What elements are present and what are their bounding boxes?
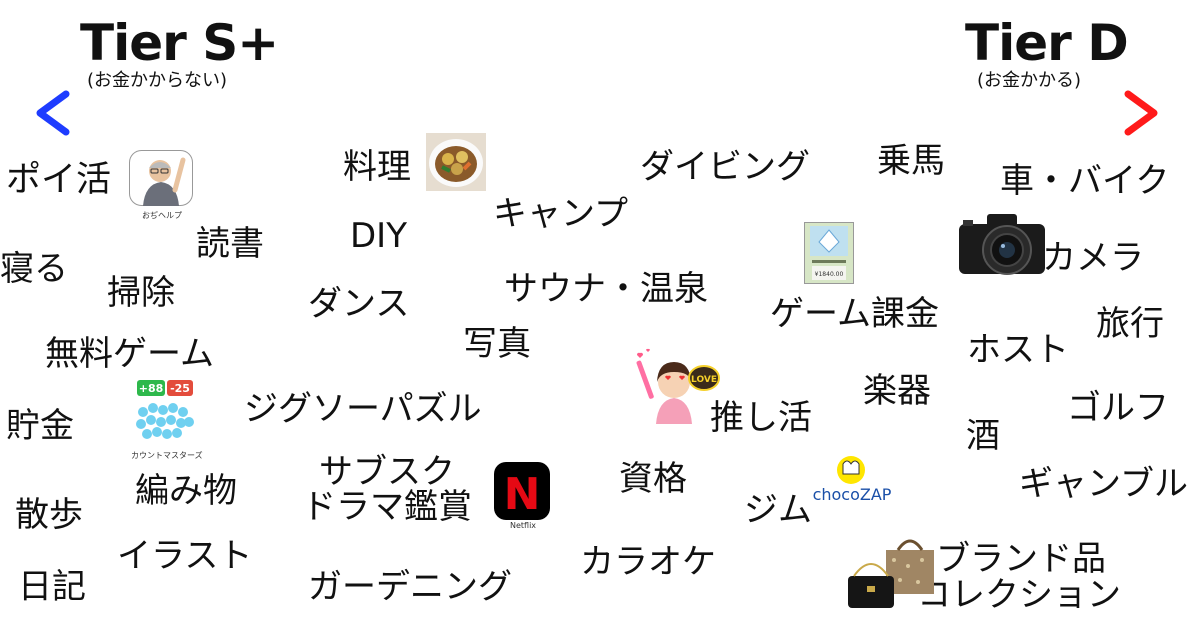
receipt-price-text: ¥1840.00	[815, 271, 844, 278]
item-gym: ジム	[744, 490, 812, 530]
count-masters-app-icon: +88 -25	[131, 378, 199, 446]
item-game-kakin: ゲーム課金	[770, 294, 939, 334]
netflix-caption: Netflix	[510, 521, 537, 530]
love-sign-text: LOVE	[691, 375, 717, 385]
netflix-letter: N	[504, 469, 541, 520]
item-muryou-game: 無料ゲーム	[45, 334, 214, 374]
oji-help-caption: おぢヘルプ	[142, 211, 182, 220]
item-kuruma: 車・バイク	[1000, 161, 1170, 201]
tier-d-note: (お金かかる)	[977, 70, 1082, 91]
item-souji: 掃除	[107, 273, 175, 313]
item-diy: DIY	[350, 216, 407, 256]
tier-d-title: Tier D	[965, 14, 1129, 72]
camera-photo	[959, 214, 1045, 275]
item-sauna: サウナ・温泉	[504, 269, 708, 309]
tier-s-plus-note: (お金かからない)	[87, 70, 228, 91]
item-sake: 酒	[966, 416, 1000, 456]
item-gakki: 楽器	[863, 371, 931, 411]
item-jigsaw: ジグソーパズル	[244, 389, 482, 429]
item-chokin: 貯金	[6, 406, 74, 446]
brand-bags-photo	[848, 539, 934, 608]
item-subsc: サブスク	[319, 452, 455, 492]
simmered-food-photo	[426, 133, 486, 191]
item-sanpo: 散歩	[15, 495, 83, 535]
item-jouba: 乗馬	[877, 141, 945, 181]
item-ryouri: 料理	[343, 147, 411, 187]
item-karaoke: カラオケ	[580, 542, 716, 582]
item-shashin: 写真	[463, 324, 531, 364]
count-masters-plus-label: +88	[139, 382, 164, 395]
oji-help-app-icon	[129, 150, 193, 206]
item-gardening: ガーデニング	[308, 567, 512, 607]
count-masters-caption: カウントマスターズ	[131, 451, 203, 460]
item-nikki: 日記	[18, 567, 86, 607]
netflix-logo: N	[494, 462, 550, 520]
item-neru: 寝る	[0, 249, 68, 289]
item-poikatsu: ポイ活	[6, 160, 112, 200]
item-diving: ダイビング	[640, 147, 810, 187]
item-collection: コレクション	[917, 575, 1121, 615]
item-amimono: 編み物	[135, 471, 237, 511]
tier-s-plus-title: Tier S+	[80, 14, 279, 72]
item-drama: ドラマ鑑賞	[302, 487, 472, 527]
item-dance: ダンス	[308, 284, 410, 324]
count-masters-minus-label: -25	[170, 382, 190, 395]
chocozap-logo: chocoZAP	[813, 456, 892, 504]
item-host: ホスト	[967, 330, 1069, 370]
idol-fan-illustration: LOVE	[636, 348, 720, 424]
game-purchase-receipt-image: ¥1840.00	[804, 222, 854, 284]
item-camera: カメラ	[1042, 238, 1144, 278]
item-gamble: ギャンブル	[1019, 464, 1188, 504]
item-camp: キャンプ	[493, 194, 628, 234]
item-dokusho: 読書	[196, 224, 264, 264]
item-ryokou: 旅行	[1096, 304, 1164, 344]
item-illust: イラスト	[117, 536, 253, 576]
item-oshikatsu: 推し活	[710, 398, 812, 438]
item-shikaku: 資格	[619, 459, 687, 499]
item-brand: ブランド品	[936, 539, 1106, 579]
chocozap-logo-text: chocoZAP	[813, 485, 892, 504]
item-golf: ゴルフ	[1067, 388, 1169, 428]
